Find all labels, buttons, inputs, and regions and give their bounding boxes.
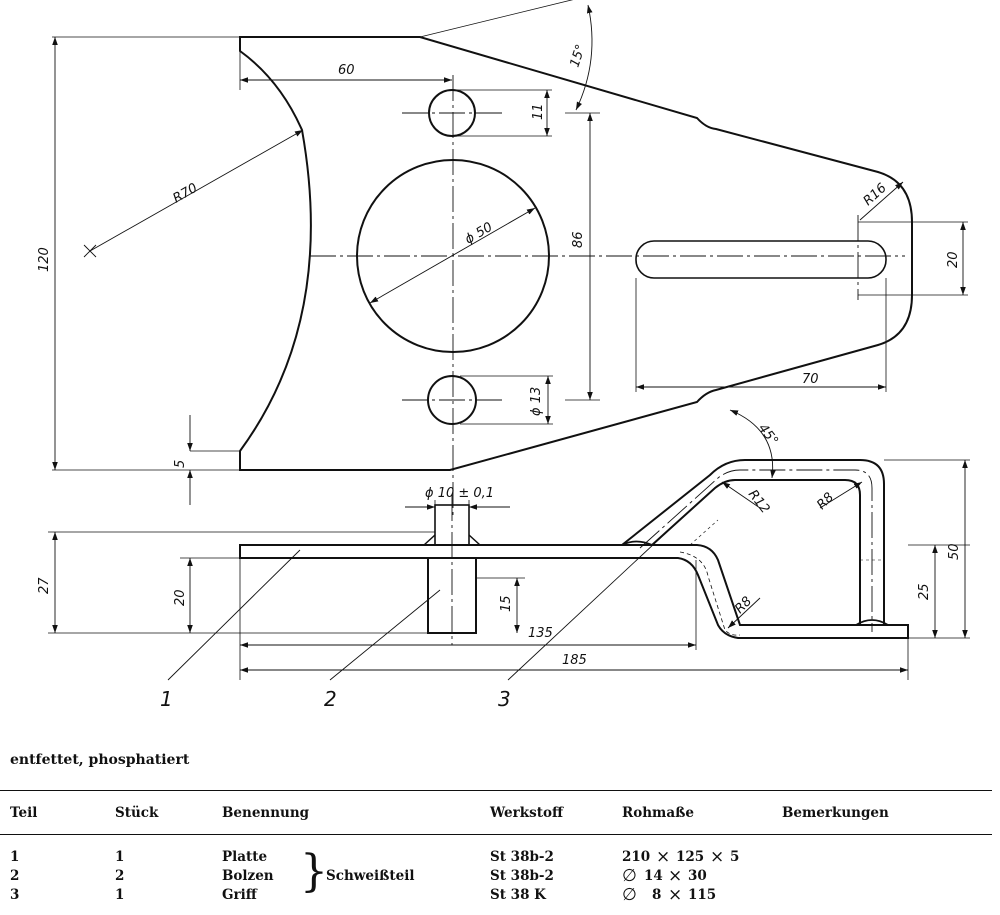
part-label-2: 2 <box>324 687 337 711</box>
row3-rohmasse-b: 115 <box>688 887 717 903</box>
part-label-3: 3 <box>498 687 511 711</box>
row2-werkstoff: St 38b-2 <box>490 868 554 884</box>
dim-r16: R16 <box>861 181 890 209</box>
header-bemerkungen: Bemerkungen <box>782 805 889 821</box>
dim-185: 185 <box>562 653 587 668</box>
diameter-icon: ∅ <box>622 885 637 905</box>
times-icon: × <box>710 847 725 867</box>
dim-phi10: ϕ 10 ± 0,1 <box>425 486 494 501</box>
part-numbers: 1 2 3 <box>160 687 511 711</box>
dim-r70: R70 <box>171 181 201 207</box>
row1-rohmasse-a: 210 <box>622 849 651 865</box>
dim-20-slot: 20 <box>946 251 961 268</box>
dim-86: 86 <box>571 231 586 248</box>
plate-outline <box>239 36 913 471</box>
row3-teil: 3 <box>10 887 20 903</box>
handle-outer <box>621 459 885 625</box>
row1-benennung: Platte <box>222 849 268 865</box>
dim-27: 27 <box>37 577 52 594</box>
dim-r8-top: R8 <box>814 490 837 513</box>
top-view <box>52 0 968 515</box>
technical-drawing: 60 11 15° R70 ϕ 50 86 120 R16 20 70 ϕ 13… <box>37 0 970 711</box>
group-label: Schweißteil <box>326 868 415 884</box>
dim-45deg: 45° <box>755 421 781 448</box>
diameter-icon: ∅ <box>622 866 637 886</box>
header-teil: Teil <box>10 805 38 821</box>
dim-70: 70 <box>802 372 819 387</box>
row2-teil: 2 <box>10 868 20 884</box>
dim-15: 15 <box>499 595 514 612</box>
row1-stueck: 1 <box>115 849 125 865</box>
row1-rohmasse-c: 5 <box>730 849 740 865</box>
dim-phi50: ϕ 50 <box>463 220 496 248</box>
row3-werkstoff: St 38 K <box>490 887 546 903</box>
dim-135: 135 <box>528 626 553 641</box>
handle-inner <box>651 479 861 625</box>
row2-rohmasse-b: 30 <box>688 868 707 884</box>
times-icon: × <box>668 866 683 886</box>
dim-phi13: ϕ 13 <box>529 387 544 416</box>
group-brace: } <box>300 846 328 897</box>
header-benennung: Benennung <box>222 805 310 821</box>
table-top-rule <box>0 790 992 791</box>
dim-20-plate: 20 <box>173 589 188 606</box>
dim-25: 25 <box>917 583 932 600</box>
row3-stueck: 1 <box>115 887 125 903</box>
dim-11: 11 <box>531 103 546 120</box>
row2-benennung: Bolzen <box>222 868 274 884</box>
side-view <box>48 409 970 681</box>
row1-werkstoff: St 38b-2 <box>490 849 554 865</box>
dim-15deg: 15° <box>568 43 589 70</box>
row2-stueck: 2 <box>115 868 125 884</box>
table-header-rule <box>0 834 992 835</box>
slot <box>635 240 887 279</box>
part-label-1: 1 <box>160 687 173 711</box>
dim-60: 60 <box>338 63 355 78</box>
dim-r12: R12 <box>745 487 773 516</box>
dim-120: 120 <box>37 247 52 272</box>
side-plate <box>239 544 909 639</box>
surface-treatment-note: entfettet, phosphatiert <box>10 752 190 768</box>
times-icon: × <box>668 885 683 905</box>
header-stueck: Stück <box>115 805 159 821</box>
times-icon: × <box>656 847 671 867</box>
row1-rohmasse-b: 125 <box>676 849 705 865</box>
dim-50: 50 <box>947 543 962 560</box>
header-rohmasse: Rohmaße <box>622 805 694 821</box>
row3-benennung: Griff <box>222 887 257 903</box>
header-werkstoff: Werkstoff <box>490 805 564 821</box>
row2-rohmasse-a: 14 <box>644 868 663 884</box>
dim-5: 5 <box>173 460 188 468</box>
row3-rohmasse-a: 8 <box>652 887 662 903</box>
parts-list: Teil Stück Benennung Werkstoff Rohmaße B… <box>0 788 1000 908</box>
dimension-labels: 60 11 15° R70 ϕ 50 86 120 R16 20 70 ϕ 13… <box>37 43 962 668</box>
row1-teil: 1 <box>10 849 20 865</box>
